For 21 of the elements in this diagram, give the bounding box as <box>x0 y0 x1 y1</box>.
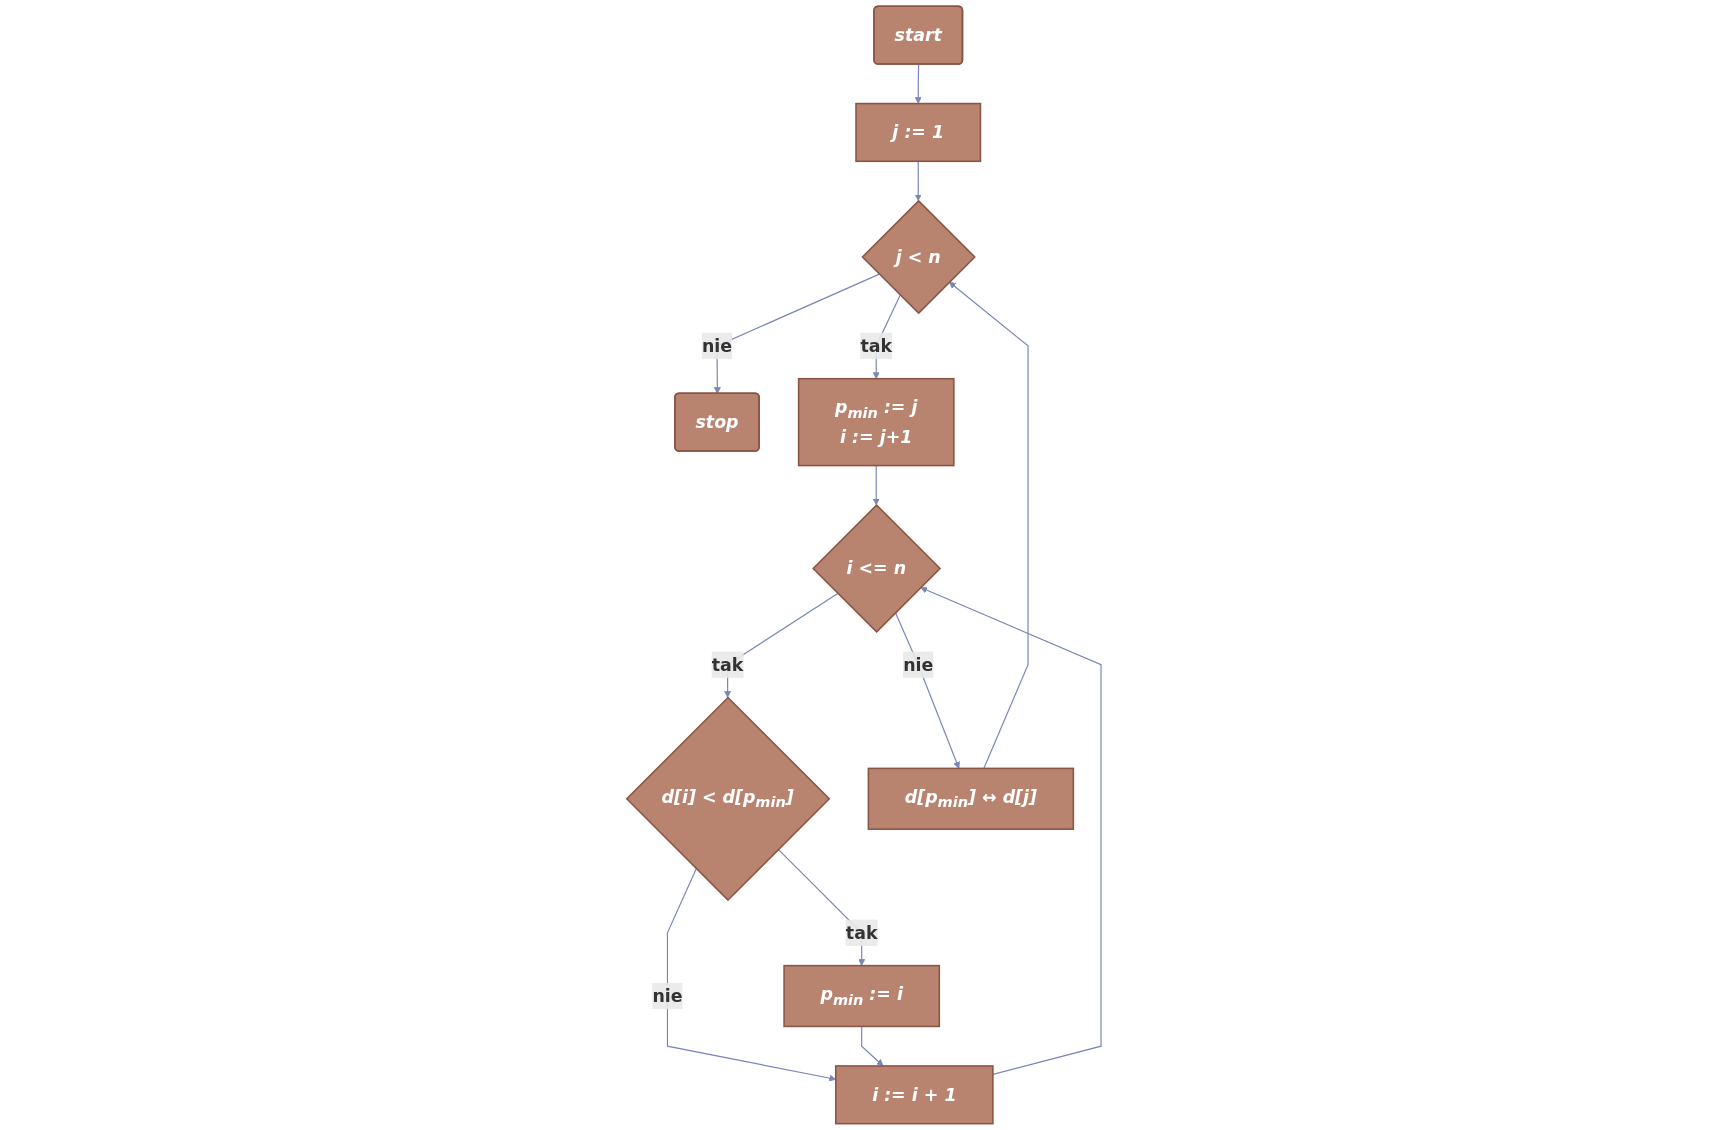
arrow <box>914 63 922 104</box>
arrow <box>949 281 1029 769</box>
node-diamond: j < n <box>861 199 976 315</box>
edge-label: tak <box>860 336 893 356</box>
arrow <box>920 586 1102 1075</box>
edge-label: nie <box>652 986 683 1006</box>
node-box: p$_{min}$ := j i := j+1 <box>797 377 955 467</box>
edge-label: nie <box>702 336 733 356</box>
arrow <box>895 612 960 769</box>
node-box: d[p$_{min}$] ↔ d[j] <box>867 767 1075 830</box>
node-diamond: i <= n <box>812 504 942 634</box>
node-box: j := 1 <box>855 102 982 163</box>
edge-label: nie <box>903 654 934 675</box>
arrow <box>861 1025 884 1067</box>
arrow <box>914 160 922 202</box>
arrow <box>872 464 880 506</box>
node-diamond: d[i] < d[p$_{min}$] <box>625 696 831 902</box>
edge-label: tak <box>845 922 878 943</box>
node-box: i := i + 1 <box>835 1065 994 1125</box>
node-box: p$_{min}$ := i <box>783 964 941 1028</box>
edge-label: tak <box>711 654 744 675</box>
